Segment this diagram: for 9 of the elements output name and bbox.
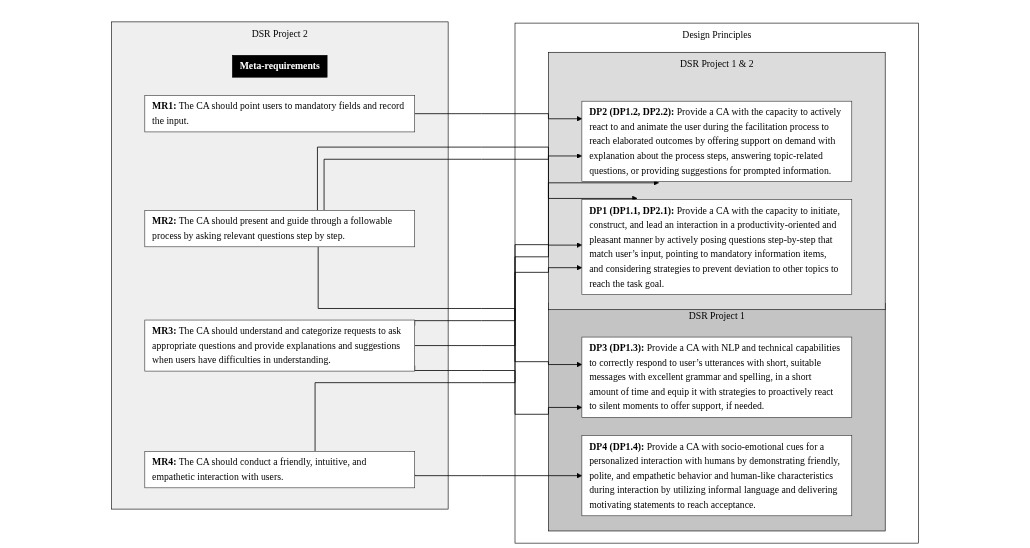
node-box: MR2: The CA should present and guide through a followable process by asking relevant questions step by step.: [144, 210, 415, 248]
node-box: MR1: The CA should point users to mandatory fields and record the input.: [144, 95, 415, 133]
node-box: MR3: The CA should understand and categorize requests to ask appropriate questions and provide explanations and suggestions when users have difficulties in understanding.: [144, 319, 415, 372]
node-box: DP3 (DP1.3): Provide a CA with NLP and technical capabilities to correctly respond to user’s utterances with short, suitable messages with excellent grammar and spelling, in a short amount of time and equip it with strategies to proactively react to silent moments to offer support, if needed.: [581, 336, 853, 418]
node-box: MR4: The CA should conduct a friendly, intuitive, and empathetic interaction with users.: [144, 451, 415, 489]
node-box: DP2 (DP1.2, DP2.2): Provide a CA with the capacity to actively react to and animate the user during the facilitation process to reach elaborated outcomes by offering support on demand with explanation about the process steps, answering topic-related questions, or providing suggestions for prompted information.: [581, 100, 853, 182]
node-box: DP1 (DP1.1, DP2.1): Provide a CA with the capacity to initiate, construct, and lead an interaction in a productivity-oriented and pleasant manner by actively posing questions step-by-step that match user’s input, pointing to mandatory information items, and considering strategies to prevent deviation to other topics to reach the task goal.: [581, 199, 853, 295]
node-box: DP4 (DP1.4): Provide a CA with socio-emotional cues for a personalized interaction with humans by demonstrating friendly, polite, and empathetic behavior and human-like characteristics during interaction by utilizing informal language and delivering motivating statements to reach acceptance.: [581, 435, 853, 517]
node-box: Meta-requirements: [232, 55, 328, 78]
